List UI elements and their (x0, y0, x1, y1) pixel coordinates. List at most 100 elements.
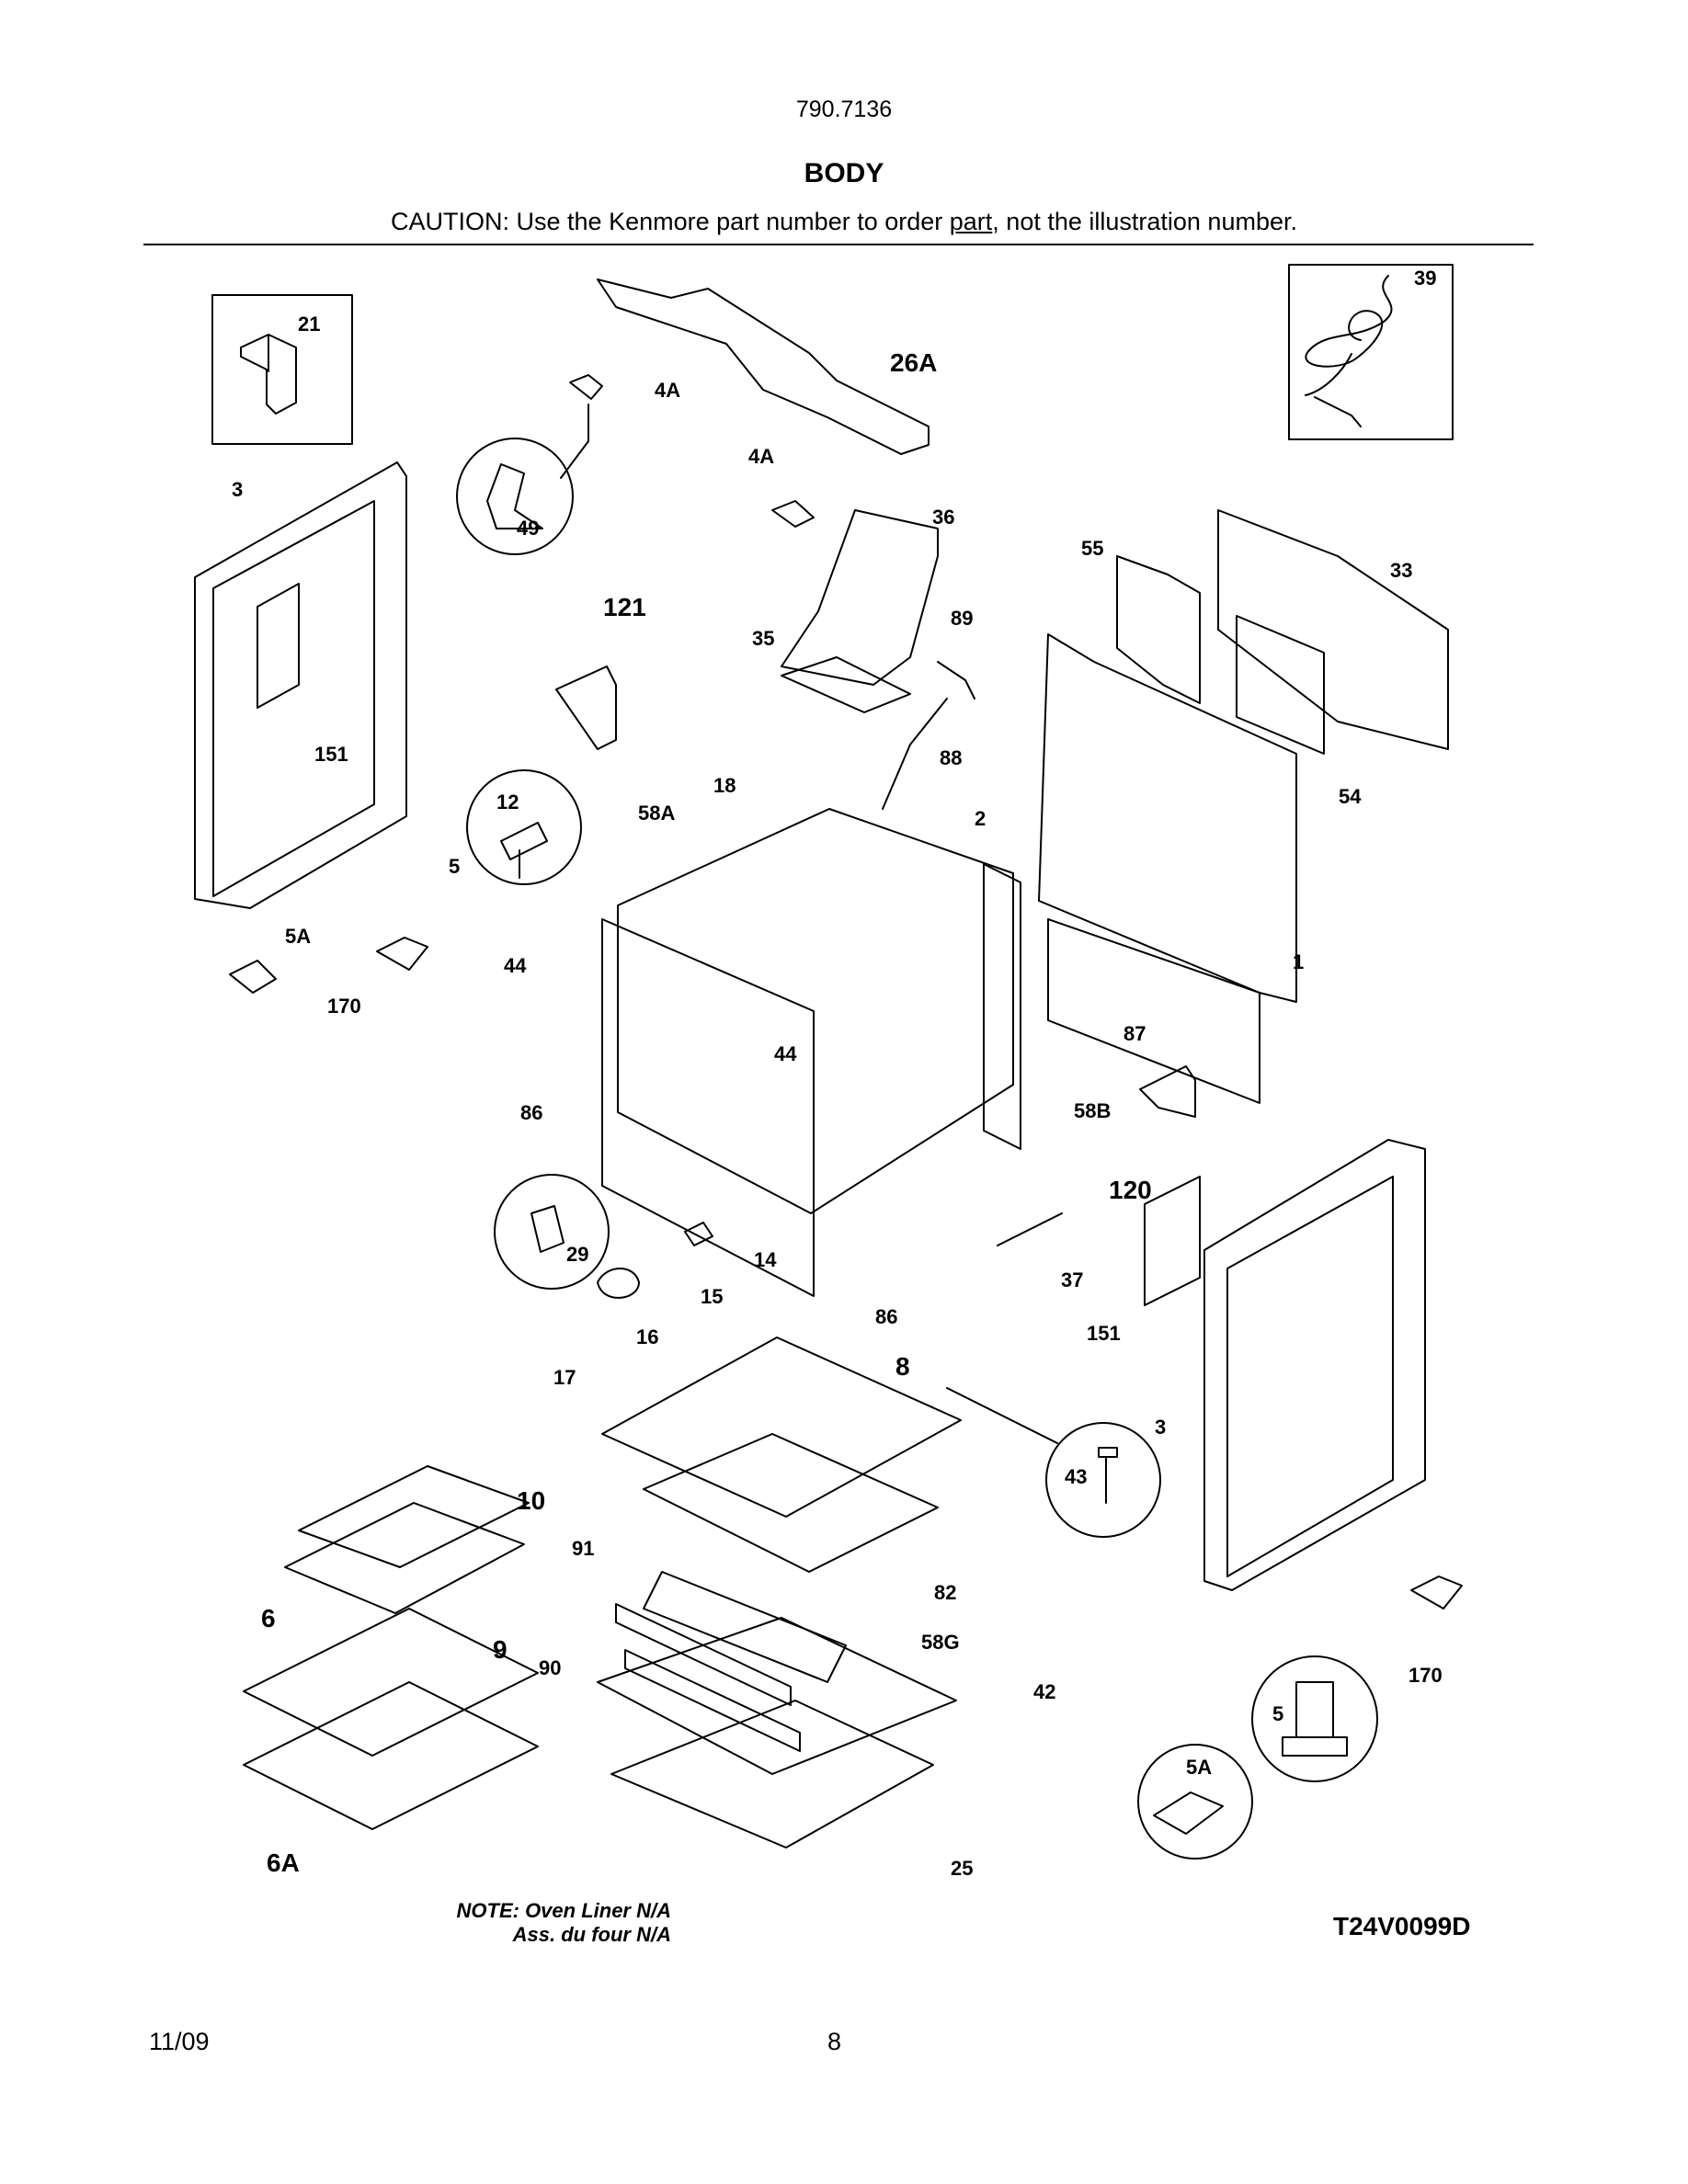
part-5A-left-bracket (229, 960, 277, 994)
leader-49 (560, 404, 589, 479)
callout-44-left: 44 (504, 954, 527, 977)
callout-120: 120 (1109, 1176, 1152, 1204)
part-89-88-wire (882, 661, 975, 810)
part-6-oven-rack (243, 1608, 539, 1757)
part-170-left-bracket (376, 937, 428, 971)
part-5A-bracket (1153, 1792, 1224, 1835)
callout-6A: 6A (267, 1848, 300, 1877)
part-4A-mid (771, 500, 815, 528)
model-number: 790.7136 (795, 97, 893, 122)
caution-underlined-word: part (949, 208, 993, 235)
callout-15: 15 (701, 1285, 723, 1308)
footer-page-number: 8 (827, 2028, 842, 2055)
callout-170-left: 170 (327, 995, 361, 1018)
part-36-duct (781, 509, 939, 686)
callout-3-left: 3 (232, 478, 243, 501)
part-29-switch (530, 1205, 565, 1253)
callout-89: 89 (951, 607, 973, 630)
part-33-back-cover (1217, 509, 1449, 750)
page-title: BODY (804, 158, 884, 188)
callout-3-right: 3 (1155, 1416, 1166, 1439)
inset-box-39 (1288, 264, 1454, 440)
part-9-broil-pan (284, 1502, 525, 1614)
part-91-rail (615, 1603, 792, 1706)
callout-4A-top: 4A (655, 379, 680, 402)
callout-17: 17 (553, 1366, 576, 1389)
part-39-power-cord (1305, 275, 1393, 427)
callout-8: 8 (895, 1352, 910, 1381)
inset-box-21 (211, 294, 353, 445)
part-151-left-bracket (257, 583, 300, 709)
part-3-right-side-panel (1203, 1139, 1426, 1591)
callout-42: 42 (1033, 1680, 1055, 1703)
callout-170-right: 170 (1409, 1664, 1443, 1687)
footer-date: 11/09 (149, 2028, 210, 2055)
leader-43 (946, 1387, 1058, 1444)
callout-44-mid: 44 (774, 1042, 797, 1065)
callout-18: 18 (713, 774, 736, 797)
detail-circle-43 (1045, 1422, 1161, 1538)
part-12-thermostat (500, 822, 548, 879)
callout-151-left: 151 (314, 743, 348, 766)
drawing-code: T24V0099D (1333, 1912, 1471, 1940)
callout-58B: 58B (1074, 1099, 1111, 1122)
part-37-probe (997, 1212, 1063, 1246)
callout-90: 90 (539, 1656, 561, 1679)
part-4A-top (569, 374, 603, 400)
part-121-bracket (555, 665, 617, 750)
callout-21: 21 (298, 313, 320, 336)
callout-1: 1 (1293, 950, 1304, 973)
callout-26A: 26A (890, 348, 937, 377)
callout-82: 82 (934, 1581, 956, 1604)
callout-49: 49 (517, 517, 539, 540)
detail-circle-5 (1251, 1655, 1378, 1782)
part-58A-oven-cavity (617, 808, 1014, 1214)
part-58B-insulation-back (983, 863, 1021, 1150)
caution-text: CAUTION: Use the Kenmore part number to … (0, 208, 1688, 236)
callout-91: 91 (572, 1537, 594, 1560)
callout-35: 35 (752, 627, 774, 650)
part-8-oven-bottom (601, 1337, 962, 1518)
detail-circle-5A (1137, 1744, 1253, 1860)
callout-6: 6 (261, 1604, 276, 1632)
callout-87: 87 (1123, 1022, 1146, 1045)
part-58G-insulation (643, 1571, 847, 1683)
note-line-1: NOTE: Oven Liner N/A (456, 1899, 671, 1922)
callout-29: 29 (566, 1243, 588, 1266)
part-16-lens (597, 1268, 640, 1299)
callout-5-top: 5 (449, 855, 460, 878)
callout-12: 12 (496, 791, 519, 813)
part-25-drawer-bottom (610, 1700, 934, 1848)
callout-39: 39 (1414, 267, 1436, 290)
part-5-leveling-leg (1282, 1681, 1348, 1757)
callout-86-right: 86 (875, 1305, 897, 1328)
callout-5A-top: 5A (285, 925, 311, 948)
callout-88: 88 (940, 746, 962, 769)
callout-37: 37 (1061, 1268, 1083, 1291)
part-1-back-panel (1038, 633, 1297, 1003)
callout-5A-bottom: 5A (1186, 1756, 1212, 1779)
callout-10: 10 (517, 1486, 545, 1515)
detail-circle-49 (456, 438, 574, 555)
part-170-right-bracket (1410, 1575, 1463, 1610)
part-151-right-bracket (1144, 1176, 1201, 1306)
callout-54: 54 (1339, 785, 1362, 808)
part-1-lower-panel (1047, 918, 1260, 1104)
part-120-bracket (1139, 1065, 1196, 1118)
callout-25: 25 (951, 1857, 973, 1880)
callout-43: 43 (1065, 1465, 1087, 1488)
callout-58A: 58A (638, 802, 675, 825)
callout-86-left: 86 (520, 1101, 542, 1124)
part-10-broil-grid (298, 1465, 530, 1568)
callout-5-bottom: 5 (1272, 1702, 1283, 1725)
part-54-shield (1236, 615, 1325, 755)
detail-circle-12 (466, 769, 582, 885)
callout-33: 33 (1390, 559, 1412, 582)
callout-55: 55 (1081, 537, 1103, 560)
callout-16: 16 (636, 1325, 658, 1348)
part-49-bracket (486, 463, 543, 529)
part-35-plate (781, 656, 911, 713)
part-26A-bracket (597, 279, 930, 455)
part-90-rail (624, 1649, 801, 1752)
